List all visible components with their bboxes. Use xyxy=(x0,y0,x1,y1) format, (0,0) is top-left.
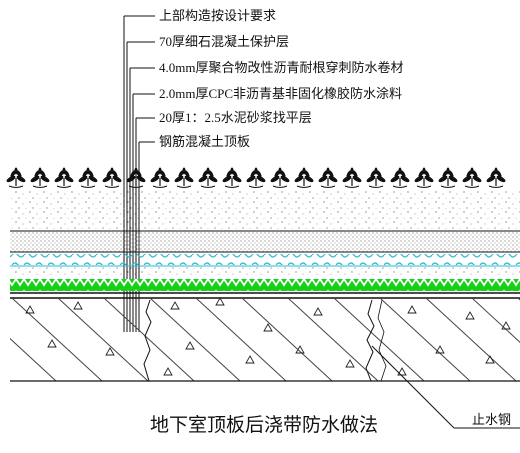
plant-icon xyxy=(222,167,242,188)
hatch-line xyxy=(149,298,241,381)
slab-aggregate-marks xyxy=(25,297,511,376)
slab-hatch xyxy=(10,298,520,381)
hatch-line xyxy=(471,298,520,343)
aggregate-triangle-icon xyxy=(47,339,57,348)
aggregate-triangle-icon xyxy=(105,347,115,356)
protective-concrete-layer xyxy=(10,232,520,252)
layer-labels: 上部构造按设计要求 70厚细石混凝土保护层 4.0mm厚聚合物改性沥青耐根穿刺防… xyxy=(159,8,403,149)
hatch-line xyxy=(11,298,103,381)
aggregate-triangle-icon xyxy=(263,323,273,332)
post-pour-joint-right-inner xyxy=(377,299,387,382)
cpc-coating-pattern xyxy=(10,279,520,291)
aggregate-triangle-icon xyxy=(170,301,180,310)
plant-icon xyxy=(342,167,362,188)
hatch-line xyxy=(333,298,425,381)
post-pour-joint-left xyxy=(143,299,152,382)
plant-icon xyxy=(78,167,98,188)
label-water-stop: 止水钢 xyxy=(472,412,511,427)
label-cpc-coating: 2.0mm厚CPC非沥青基非固化橡胶防水涂料 xyxy=(159,86,402,101)
plant-icon xyxy=(102,167,122,188)
hatch-line xyxy=(103,298,195,381)
label-protective-concrete: 70厚细石混凝土保护层 xyxy=(159,34,289,49)
aggregate-triangle-icon xyxy=(245,355,255,364)
hatch-line xyxy=(57,298,149,381)
aggregate-triangle-icon xyxy=(313,307,323,316)
plant-icon xyxy=(6,167,26,188)
hatch-line xyxy=(287,298,379,381)
hatch-line xyxy=(10,337,57,381)
hatch-line xyxy=(425,298,517,381)
plant-icon xyxy=(198,167,218,188)
plant-icon xyxy=(414,167,434,188)
aggregate-triangle-icon xyxy=(295,345,305,354)
diagram-caption: 地下室顶板后浇带防水做法 xyxy=(150,414,378,436)
plant-icon xyxy=(174,167,194,188)
plant-icon xyxy=(462,167,482,188)
label-leveling-mortar: 20厚1：2.5水泥砂浆找平层 xyxy=(159,110,312,125)
label-upper-structure: 上部构造按设计要求 xyxy=(159,8,276,23)
aggregate-triangle-icon xyxy=(501,321,511,330)
plant-icon xyxy=(126,167,146,188)
plant-icon xyxy=(318,167,338,188)
plant-icon xyxy=(30,167,50,188)
post-pour-joint-right xyxy=(365,299,375,382)
aggregate-triangle-icon xyxy=(435,345,445,354)
aggregate-triangle-icon xyxy=(215,297,225,306)
label-root-resistant-membrane: 4.0mm厚聚合物改性沥青耐根穿刺防水卷材 xyxy=(159,60,403,75)
root-membrane-wave-layer xyxy=(10,254,520,265)
aggregate-triangle-icon xyxy=(73,301,83,310)
hatch-line xyxy=(10,380,11,381)
plant-icon xyxy=(438,167,458,188)
water-stop-leader xyxy=(371,345,455,429)
leveling-mortar-layer xyxy=(10,267,520,277)
hatch-line xyxy=(379,298,471,381)
upper-fill-layer xyxy=(10,190,520,230)
aggregate-triangle-icon xyxy=(407,305,417,314)
plant-icon xyxy=(270,167,290,188)
aggregate-triangle-icon xyxy=(163,367,173,376)
plant-icon xyxy=(150,167,170,188)
hatch-line xyxy=(241,298,333,381)
plant-icon xyxy=(246,167,266,188)
aggregate-triangle-icon xyxy=(345,359,355,368)
aggregate-triangle-icon xyxy=(185,341,195,350)
plant-row xyxy=(6,167,506,188)
plant-icon xyxy=(390,167,410,188)
plant-icon xyxy=(54,167,74,188)
plant-icon xyxy=(294,167,314,188)
aggregate-triangle-icon xyxy=(485,355,495,364)
aggregate-triangle-icon xyxy=(397,367,407,376)
hatch-line xyxy=(195,298,287,381)
plant-icon xyxy=(366,167,386,188)
aggregate-triangle-icon xyxy=(25,305,35,314)
plant-icon xyxy=(486,167,506,188)
label-rc-roof-slab: 钢筋混凝土顶板 xyxy=(159,134,250,149)
aggregate-triangle-icon xyxy=(465,311,475,320)
